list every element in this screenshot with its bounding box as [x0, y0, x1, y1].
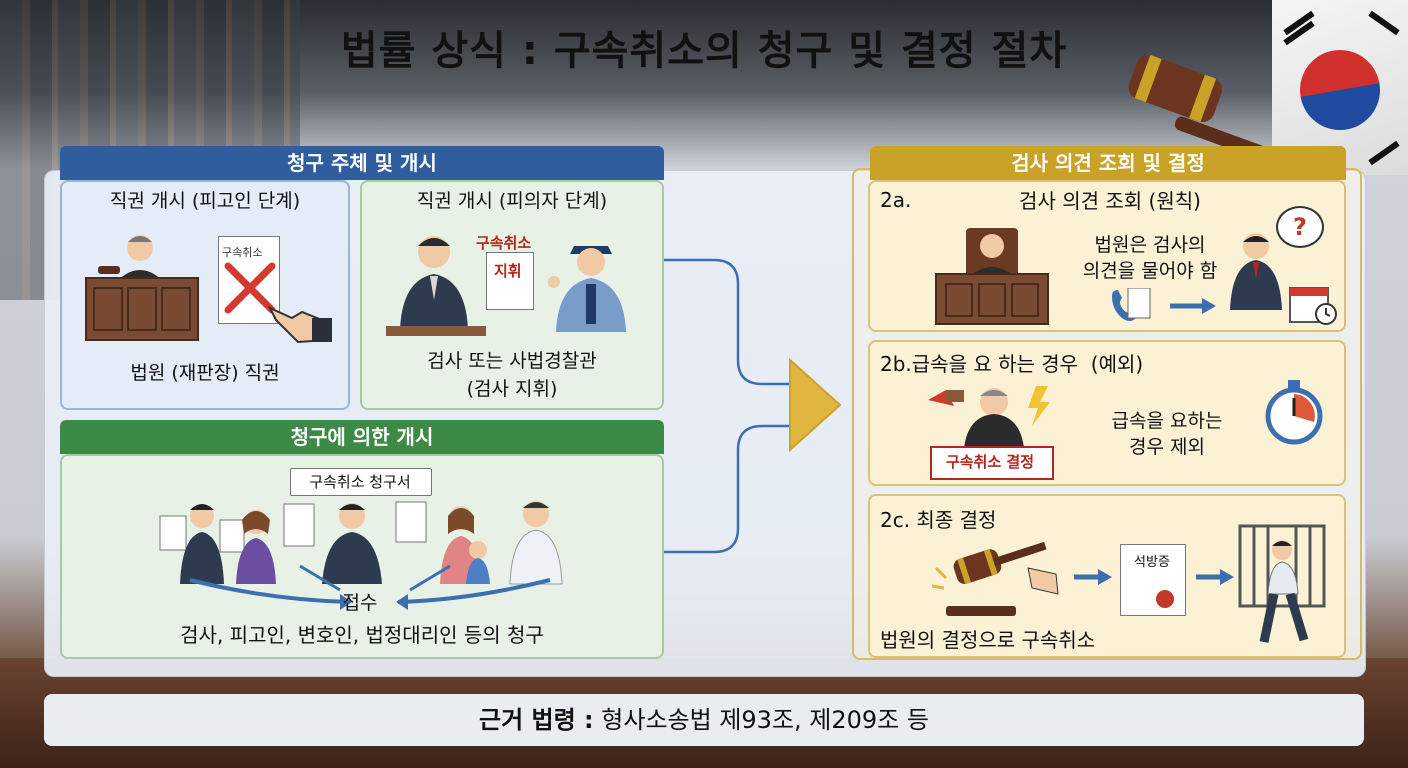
command-sign-icon: [486, 252, 534, 310]
claimants-group-icon: [159, 501, 563, 585]
urgent-judge-icon: [928, 386, 1050, 448]
legal-basis-label: 근거 법령 :: [479, 706, 594, 734]
document-label: 구속취소: [222, 246, 263, 259]
request-form-label-box: [290, 468, 432, 496]
step-2a-title: 검사 의견 조회 (원칙): [1019, 189, 1201, 213]
police-officer-icon: [548, 246, 626, 332]
step-2a-text-line2: 의견을 물어야 함: [1082, 260, 1218, 282]
judge-bench-icon-2a: [935, 228, 1049, 325]
request-caption: 검사, 피고인, 변호인, 법정대리인 등의 청구: [180, 623, 544, 647]
release-certificate-label: 석방증: [1134, 555, 1170, 570]
step-2c-title: 2c. 최종 결정: [880, 508, 997, 532]
prosecutor-initiation-title: 직권 개시 (피의자 단계): [416, 190, 608, 212]
converging-arrows-icon: [189, 564, 551, 610]
step-2b-text-line2: 경우 제외: [1129, 436, 1205, 458]
step-2b-title: 2b.급속을 요 하는 경우 (예외): [880, 352, 1144, 376]
decision-sign: [930, 446, 1054, 480]
legal-basis-footer: 근거 법령 : 형사소송법 제93조, 제209조 등: [44, 694, 1364, 746]
legal-basis-text: 형사소송법 제93조, 제209조 등: [601, 706, 929, 734]
judge-bench-icon: [85, 235, 199, 341]
gavel-strike-icon: [931, 541, 1059, 616]
question-bubble-icon: ?: [1276, 206, 1324, 248]
prosecutor-thinking-icon: [1230, 233, 1282, 310]
receipt-label: 접수: [342, 592, 378, 614]
section-header-initiation: 청구 주체 및 개시: [60, 146, 664, 180]
prosecutor-initiation-caption-line1: 검사 또는 사법경찰관: [427, 350, 597, 372]
prosecutor-initiation-caption-line2: (검사 지휘): [466, 378, 558, 400]
korean-flag-icon: [1272, 0, 1408, 175]
step-2b-text-line1: 급속을 요하는: [1111, 410, 1223, 432]
court-initiation-title: 직권 개시 (피고인 단계): [109, 190, 301, 212]
arrow-right-icon-2: [1196, 569, 1234, 585]
step-2a-text-line1: 법원은 검사의: [1094, 234, 1206, 256]
released-person-icon: [1238, 524, 1326, 643]
decision-sign-label: 구속취소 결정: [945, 453, 1035, 471]
stopwatch-icon: [1265, 380, 1323, 445]
sign-label-line2: 지휘: [494, 262, 522, 280]
request-form-label: 구속취소 청구서: [309, 473, 411, 491]
pointing-hand-icon: [267, 305, 332, 344]
calendar-clock-icon: [1289, 287, 1337, 325]
section-header-request: 청구에 의한 개시: [60, 420, 664, 454]
section-header-decision: 검사 의견 조회 및 결정: [870, 146, 1346, 180]
arrow-right-icon-1: [1074, 569, 1112, 585]
prosecutor-icon: [386, 236, 486, 336]
step-2a-number: 2a.: [880, 188, 912, 212]
red-x-icon: [224, 262, 276, 314]
sign-label-line1: 구속취소: [476, 234, 532, 252]
page-title: 법률 상식 : 구속취소의 청구 및 결정 절차: [340, 28, 1068, 74]
certificate-seal-icon: [1156, 590, 1174, 608]
release-certificate-icon: [1120, 544, 1186, 616]
flow-connector: [664, 258, 842, 554]
step-2c-caption: 법원의 결정으로 구속취소: [880, 628, 1096, 652]
court-initiation-caption: 법원 (재판장) 직권: [130, 362, 280, 384]
phone-document-icon: [1112, 288, 1216, 321]
